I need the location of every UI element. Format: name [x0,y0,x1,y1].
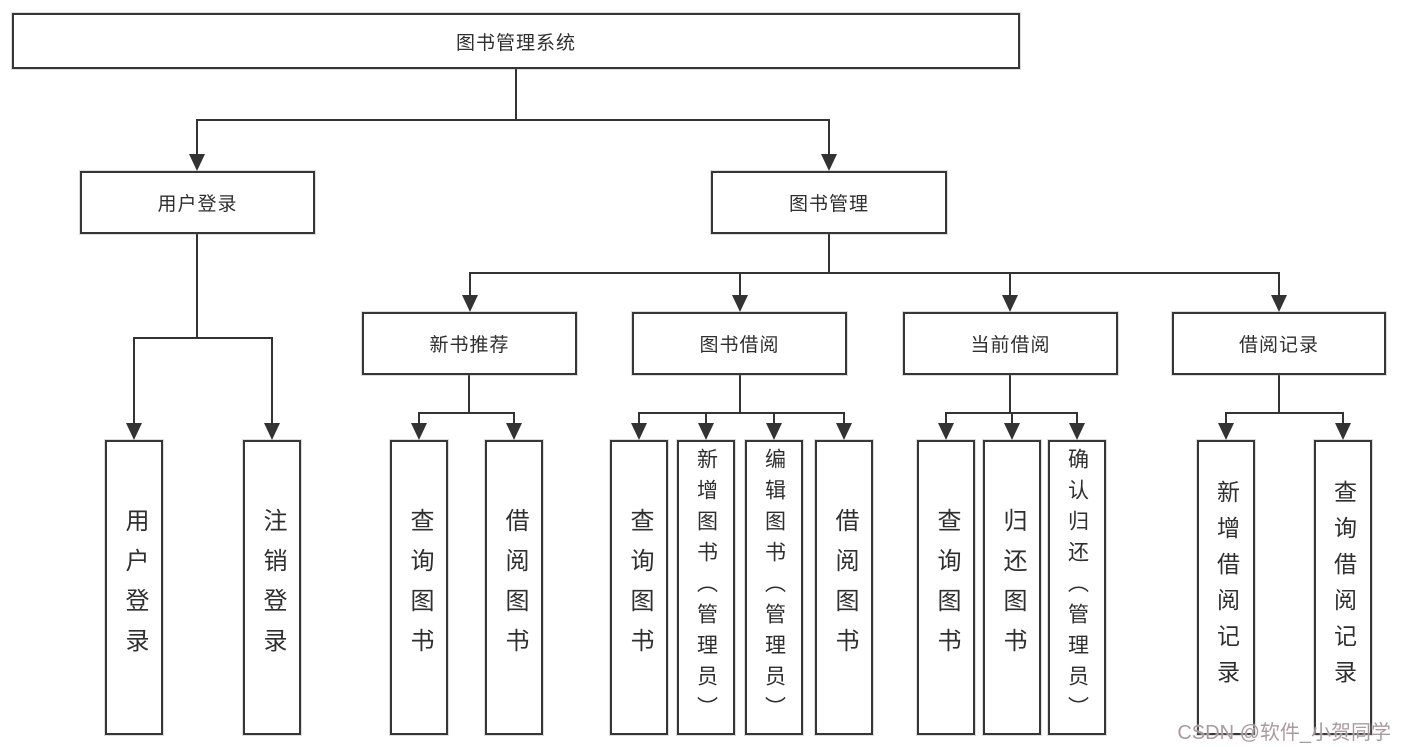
node-label: 用户登录 [157,194,238,215]
node-query-borrow-record: 查询借阅记录 [1314,440,1372,735]
node-library-system: 图书管理系统 [12,13,1020,69]
node-current-borrowing: 当前借阅 [903,312,1118,375]
node-label: 借阅记录 [1238,335,1319,356]
node-label: 图书管理系统 [455,32,576,54]
node-borrowing-records: 借阅记录 [1172,312,1386,375]
node-book-borrowing: 图书借阅 [632,312,847,375]
node-borrow-books-recommend: 借阅图书 [485,440,543,735]
node-user-login: 用户登录 [80,171,315,234]
node-label: 用户登录 [121,507,148,668]
node-add-book-admin: 新增图书（管理员） [677,440,735,735]
node-query-books-current: 查询图书 [917,440,975,735]
node-add-borrow-record: 新增借阅记录 [1197,440,1255,735]
node-label: 图书管理 [788,194,869,215]
node-label: 新书推荐 [429,335,510,356]
node-book-management: 图书管理 [711,171,947,234]
node-new-book-recommend: 新书推荐 [362,312,577,375]
node-label: 注销登录 [259,507,286,668]
arrowheads [126,154,1351,440]
node-borrow-books-leaf: 借阅图书 [815,440,873,735]
node-label: 编辑图书（管理员） [762,448,786,727]
node-label: 图书借阅 [699,335,780,356]
node-label: 查询图书 [406,507,433,668]
node-label: 新增借阅记录 [1213,479,1240,696]
node-label: 查询图书 [626,507,653,668]
node-label: 归还图书 [999,507,1026,668]
node-query-books-recommend: 查询图书 [390,440,448,735]
node-label: 当前借阅 [970,335,1051,356]
node-label: 查询借阅记录 [1330,479,1357,696]
node-query-books-borrow: 查询图书 [610,440,668,735]
node-label: 借阅图书 [501,507,528,668]
node-user-login-leaf: 用户登录 [105,440,163,735]
node-label: 确认归还（管理员） [1065,448,1089,727]
node-label: 借阅图书 [831,507,858,668]
node-edit-book-admin: 编辑图书（管理员） [745,440,803,735]
csdn-watermark: CSDN @软件_小贺同学 [1177,722,1391,744]
node-label: 查询图书 [933,507,960,668]
node-confirm-return-admin: 确认归还（管理员） [1048,440,1106,735]
node-logout: 注销登录 [243,440,301,735]
node-return-book: 归还图书 [983,440,1041,735]
node-label: 新增图书（管理员） [694,448,718,727]
